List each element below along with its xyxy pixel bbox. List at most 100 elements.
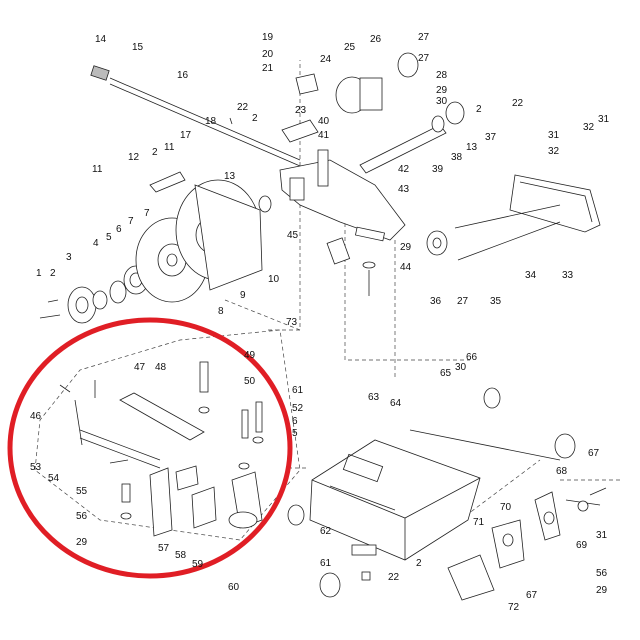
part-label: 29 — [76, 537, 88, 548]
part-label: 29 — [596, 585, 608, 596]
part-label: 21 — [262, 63, 274, 74]
part-label: 29 — [436, 85, 448, 96]
part-label: 41 — [318, 130, 330, 141]
part-label: 52 — [292, 403, 304, 414]
part-label: 11 — [92, 164, 103, 175]
belt-assembly — [426, 174, 601, 261]
part-label: 47 — [134, 362, 146, 373]
part-label: 56 — [76, 511, 88, 522]
part-label: 64 — [390, 398, 402, 409]
part-label: 32 — [548, 146, 560, 157]
part-label: 5 — [106, 232, 112, 243]
part-label: 40 — [318, 116, 330, 127]
part-label: 50 — [244, 376, 256, 387]
part-label: 27 — [418, 53, 430, 64]
part-label: 24 — [320, 54, 332, 65]
part-label: 12 — [128, 152, 140, 163]
part-label: 33 — [562, 270, 574, 281]
part-label: 5 — [292, 428, 298, 439]
part-label: 1 — [36, 268, 42, 279]
part-label: 55 — [76, 486, 88, 497]
part-label: 60 — [228, 582, 240, 593]
part-label: 62 — [320, 526, 332, 537]
part-label: 25 — [344, 42, 356, 53]
part-label: 27 — [457, 296, 469, 307]
part-label: 31 — [598, 114, 610, 125]
part-label: 56 — [596, 568, 608, 579]
part-label: 67 — [526, 590, 538, 601]
part-label: 32 — [583, 122, 595, 133]
part-label: 22 — [388, 572, 400, 583]
part-label: 30 — [436, 96, 448, 107]
part-label: 4 — [93, 238, 99, 249]
part-label: 39 — [432, 164, 444, 175]
part-label: 43 — [398, 184, 410, 195]
part-label: 48 — [155, 362, 167, 373]
part-label: 63 — [368, 392, 380, 403]
part-label: 61 — [292, 385, 304, 396]
part-label: 57 — [158, 543, 170, 554]
part-label: 2 — [152, 147, 158, 158]
part-label: 67 — [588, 448, 600, 459]
part-label: 72 — [508, 602, 520, 613]
part-label: 2 — [50, 268, 56, 279]
part-label: 71 — [473, 517, 485, 528]
part-label: 73 — [286, 317, 298, 328]
part-label: 44 — [400, 262, 412, 273]
part-label: 35 — [490, 296, 502, 307]
part-label: 27 — [418, 32, 430, 43]
part-label: 9 — [240, 290, 246, 301]
part-label: 22 — [237, 102, 249, 113]
part-label: 14 — [95, 34, 107, 45]
part-label: 16 — [177, 70, 189, 81]
part-label: 69 — [576, 540, 588, 551]
part-label: 3 — [66, 252, 72, 263]
part-label: 36 — [430, 296, 442, 307]
part-label: 11 — [164, 142, 175, 153]
part-label: 58 — [175, 550, 187, 561]
part-label: 61 — [320, 558, 332, 569]
part-label: 34 — [525, 270, 537, 281]
part-label: 30 — [455, 362, 467, 373]
right-brackets — [447, 487, 607, 601]
part-label: 26 — [370, 34, 382, 45]
part-label: 8 — [218, 306, 224, 317]
part-label: 7 — [144, 208, 150, 219]
part-label: 65 — [440, 368, 452, 379]
part-label: 2 — [416, 558, 422, 569]
part-label: 68 — [556, 466, 568, 477]
part-label: 70 — [500, 502, 512, 513]
part-label: 13 — [466, 142, 478, 153]
part-label: 42 — [398, 164, 410, 175]
part-label: 2 — [252, 113, 258, 124]
part-label: 20 — [262, 49, 274, 60]
part-label: 66 — [466, 352, 478, 363]
part-label: 10 — [268, 274, 280, 285]
part-label: 29 — [400, 242, 412, 253]
part-label: 23 — [295, 105, 307, 116]
part-label: 6 — [292, 416, 298, 427]
part-label: 31 — [548, 130, 560, 141]
main-shaft — [90, 65, 301, 167]
part-label: 46 — [30, 411, 42, 422]
part-label: 17 — [180, 130, 192, 141]
part-label: 37 — [485, 132, 497, 143]
highlighted-subassembly — [34, 329, 301, 541]
part-label: 18 — [205, 116, 217, 127]
part-label: 15 — [132, 42, 144, 53]
part-label: 38 — [451, 152, 463, 163]
central-frame — [279, 52, 465, 296]
base-table — [287, 387, 601, 598]
part-label: 54 — [48, 473, 60, 484]
highlight-circle — [7, 317, 293, 579]
left-pulley-assembly — [39, 171, 272, 324]
part-labels: 1 2 3 4 5 6 7 7 8 9 10 11 12 2 11 13 14 … — [30, 32, 610, 613]
part-label: 31 — [596, 530, 608, 541]
diagram-drawing — [7, 52, 620, 601]
part-label: 2 — [476, 104, 482, 115]
part-label: 59 — [192, 559, 204, 570]
part-label: 19 — [262, 32, 274, 43]
part-label: 53 — [30, 462, 42, 473]
part-label: 6 — [116, 224, 122, 235]
